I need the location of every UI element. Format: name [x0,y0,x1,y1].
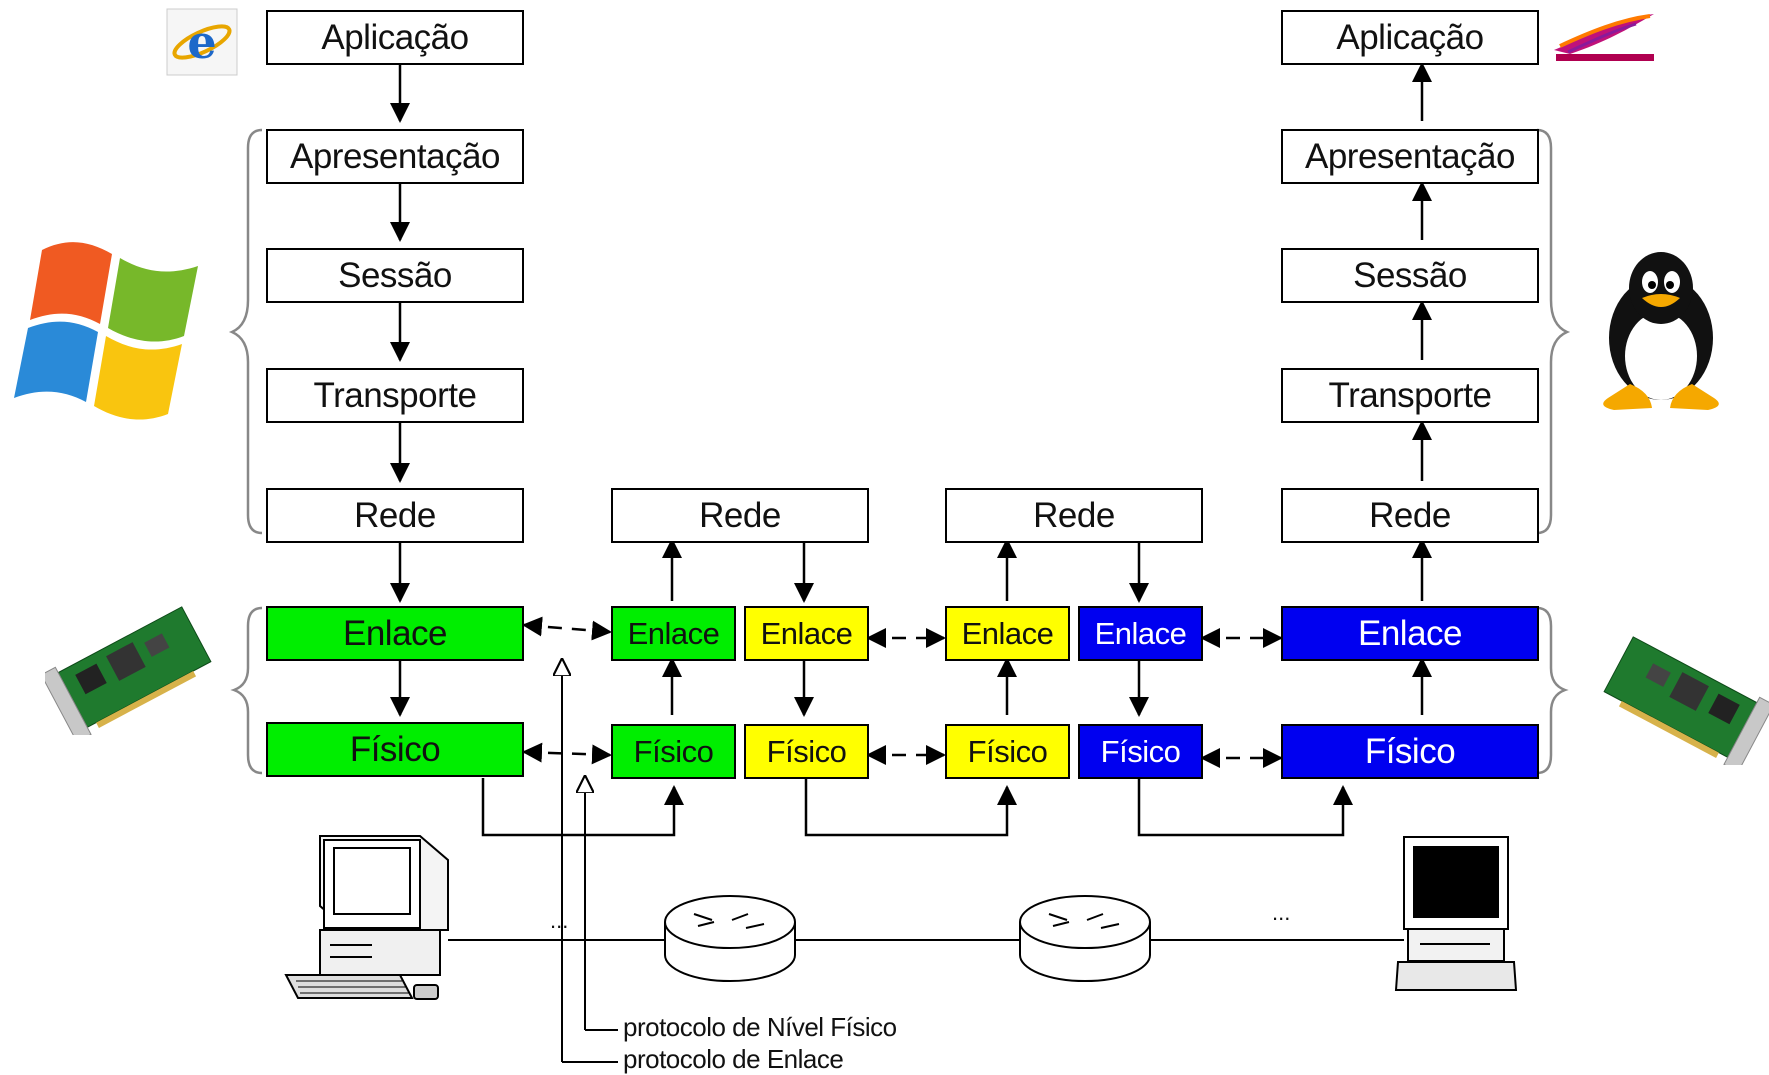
layer-rede-router1: Rede [611,488,869,543]
network-card-icon [45,600,225,735]
ellipsis-right: ... [1272,900,1290,926]
layer-fisico-left: Físico [266,722,524,777]
layer-fisico-right: Físico [1281,724,1539,779]
layer-aplicacao-right: Aplicação [1281,10,1539,65]
physical-protocol-label: protocolo de Nível Físico [623,1012,897,1043]
layer-rede-router2: Rede [945,488,1203,543]
layer-sessao-right: Sessão [1281,248,1539,303]
layer-fisico-router1-in: Físico [611,724,736,779]
layer-apresentacao-right: Apresentação [1281,129,1539,184]
layer-rede-left: Rede [266,488,524,543]
layer-transporte-left: Transporte [266,368,524,423]
layer-sessao-left: Sessão [266,248,524,303]
linux-tux-icon [1586,248,1736,413]
layer-fisico-router1-out: Físico [744,724,869,779]
layer-fisico-router2-out: Físico [1078,724,1203,779]
svg-text:e: e [187,15,216,69]
layer-enlace-right: Enlace [1281,606,1539,661]
layer-rede-right: Rede [1281,488,1539,543]
layer-enlace-router1-in: Enlace [611,606,736,661]
desktop-computer-icon [286,836,448,999]
network-card-icon [1590,630,1769,765]
layer-apresentacao-left: Apresentação [266,129,524,184]
terminal-computer-icon [1396,837,1516,990]
router-icon [1020,896,1150,981]
ellipsis-left: ... [550,908,568,934]
layer-transporte-right: Transporte [1281,368,1539,423]
internet-explorer-icon: e [166,8,238,76]
layer-enlace-router2-out: Enlace [1078,606,1203,661]
router-icon [665,896,795,981]
layer-enlace-left: Enlace [266,606,524,661]
layer-enlace-router2-in: Enlace [945,606,1070,661]
windows-logo-icon [8,232,213,432]
apache-feather-icon [1550,10,1660,64]
layer-fisico-router2-in: Físico [945,724,1070,779]
link-protocol-label: protocolo de Enlace [623,1044,843,1075]
layer-aplicacao-left: Aplicação [266,10,524,65]
layer-enlace-router1-out: Enlace [744,606,869,661]
